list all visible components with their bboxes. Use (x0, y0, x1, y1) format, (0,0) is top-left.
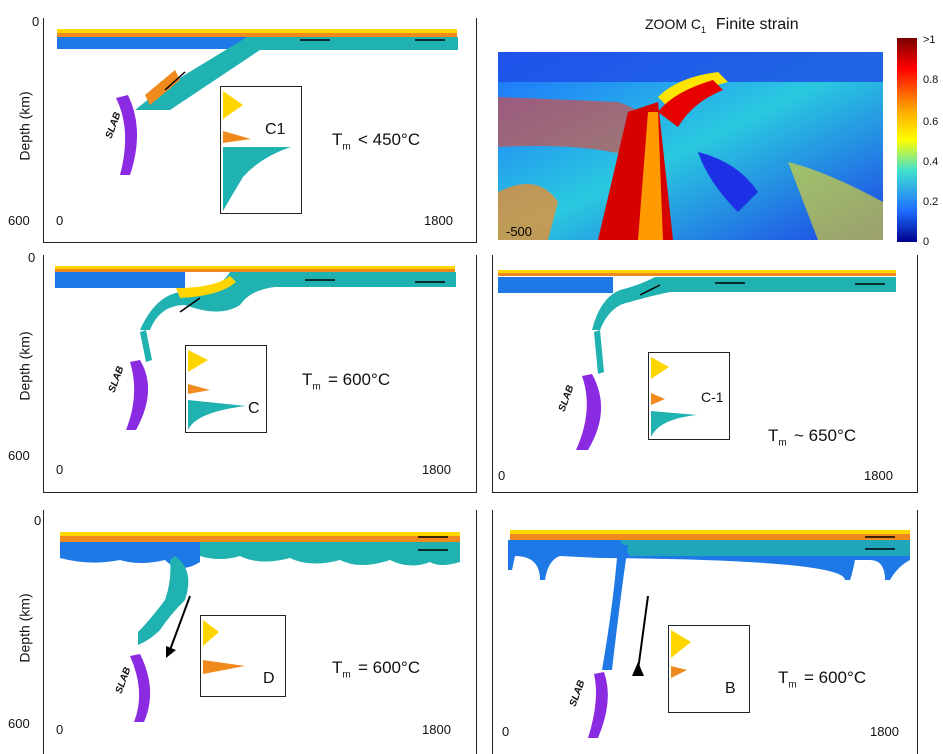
inset-5-label: B (725, 680, 736, 697)
inset-2: C (185, 345, 267, 433)
x-start-tick-1: 0 (56, 213, 64, 228)
colorbar-tick-0: >1 (923, 34, 936, 46)
panel-3-model (498, 270, 896, 450)
panel-3-frame (492, 255, 918, 493)
x-start-tick-4: 0 (56, 722, 64, 737)
tm-symbol-5: Tm (778, 668, 797, 691)
temperature-2: = 600°C (328, 370, 391, 389)
inset-5: B (668, 625, 750, 713)
x-start-tick-3: 0 (498, 468, 506, 483)
temperature-4: = 600°C (358, 658, 421, 677)
inset-3: C-1 (648, 352, 730, 440)
inset-1-label: C1 (265, 121, 286, 138)
inset-2-label: C (248, 400, 260, 417)
temperature-1: < 450°C (358, 130, 421, 149)
panel-1-model (57, 29, 458, 175)
panel-1-frame (43, 18, 477, 243)
tm-symbol-2: Tm (302, 370, 321, 393)
x-end-tick-5: 1800 (870, 724, 899, 739)
depth-top-tick-2: 0 (28, 250, 36, 265)
depth-bottom-tick-4: 600 (8, 716, 30, 731)
x-end-tick-2: 1800 (422, 462, 451, 477)
depth-bottom-tick-1: 600 (8, 213, 30, 228)
inset-3-label: C-1 (701, 389, 724, 405)
panel-5-frame (492, 510, 918, 754)
colorbar-tick-3: 0.4 (923, 156, 939, 168)
panel-2-frame (43, 255, 477, 493)
inset-1: C1 (220, 86, 302, 214)
x-end-tick-1: 1800 (424, 213, 453, 228)
colorbar-tick-2: 0.6 (923, 116, 939, 128)
finite-strain-map (498, 52, 883, 240)
x-start-tick-5: 0 (502, 724, 510, 739)
x-end-tick-3: 1800 (864, 468, 893, 483)
tm-symbol-1: Tm (332, 130, 351, 153)
panel-2-model (55, 266, 456, 430)
panel-4-frame (43, 510, 477, 754)
inset-4-label: D (263, 670, 275, 687)
colorbar-tick-5: 0 (923, 236, 930, 248)
colorbar (897, 38, 917, 242)
x-start-tick-2: 0 (56, 462, 64, 477)
depth-top-tick-4: 0 (34, 513, 42, 528)
temperature-3: ~ 650°C (794, 426, 857, 445)
depth-top-tick-1: 0 (32, 14, 40, 29)
inset-4: D (200, 615, 286, 697)
zoom-title: ZOOM C1 Finite strain (645, 16, 799, 35)
x-end-tick-4: 1800 (422, 722, 451, 737)
zoom-x-label: -500 (506, 224, 533, 239)
tm-symbol-4: Tm (332, 658, 351, 681)
temperature-5: = 600°C (804, 668, 867, 687)
colorbar-tick-4: 0.2 (923, 196, 939, 208)
depth-bottom-tick-2: 600 (8, 448, 30, 463)
colorbar-tick-1: 0.8 (923, 74, 939, 86)
tm-symbol-3: Tm (768, 426, 787, 449)
panel-4-model (60, 532, 460, 722)
